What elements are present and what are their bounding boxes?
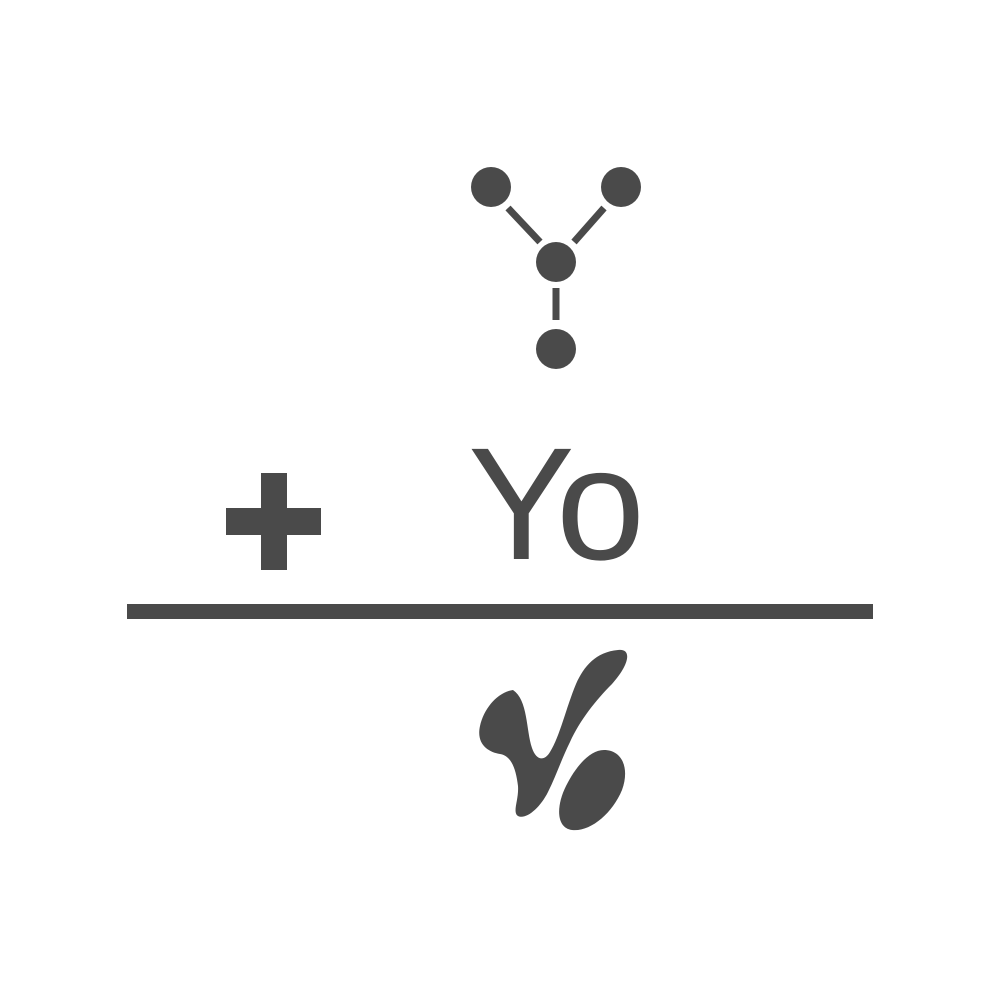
- molecule-node-top-right: [601, 167, 641, 207]
- blob-left-shape: [479, 649, 628, 817]
- footprint-blob-icon: [479, 649, 628, 831]
- molecule-node-top-left: [471, 167, 511, 207]
- blob-right-shape: [559, 750, 626, 831]
- numerator-text: Yo: [468, 414, 645, 593]
- plus-horizontal-bar: [226, 508, 321, 535]
- fraction-bar: [127, 604, 873, 619]
- plus-icon: [226, 473, 321, 570]
- molecule-node-bottom: [536, 329, 576, 369]
- molecule-bond-right: [571, 205, 607, 245]
- molecule-bond-left: [505, 205, 543, 245]
- molecule-node-center: [536, 242, 576, 282]
- molecule-y-icon: [471, 167, 641, 369]
